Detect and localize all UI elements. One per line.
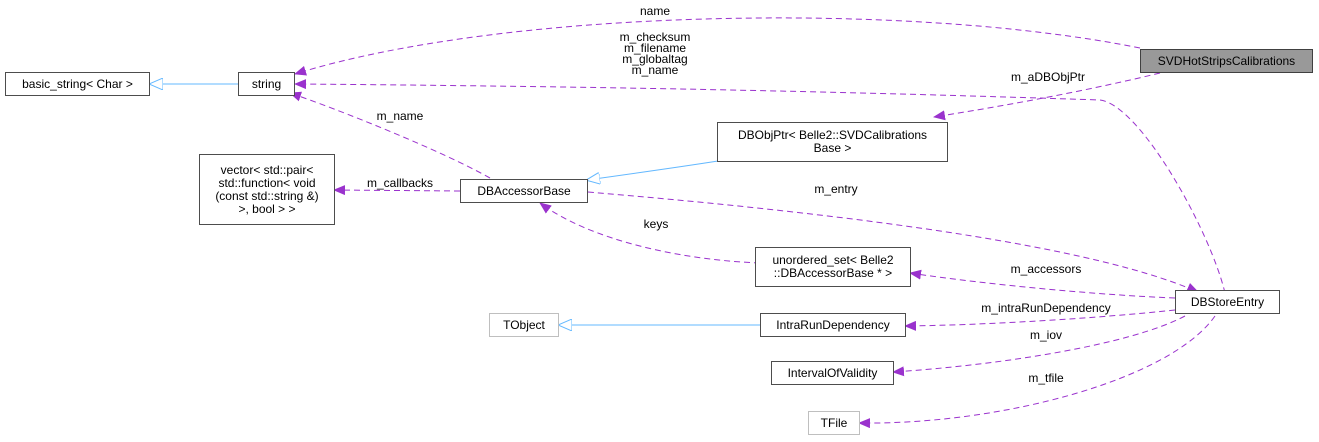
edge-keys	[539, 202, 761, 264]
node-tobject[interactable]: TObject	[489, 313, 559, 337]
node-tfile[interactable]: TFile	[808, 411, 860, 435]
edge-string-members	[294, 79, 1226, 294]
node-vector[interactable]: vector< std::pair< std::function< void (…	[199, 154, 335, 225]
edge-label-m-accessors: m_accessors	[1010, 262, 1082, 276]
node-unordered-set[interactable]: unordered_set< Belle2 ::DBAccessorBase *…	[755, 247, 911, 287]
edge-m-tfile	[858, 315, 1216, 429]
edge-label-keys: keys	[643, 217, 669, 231]
edge-label-m-tfile: m_tfile	[1028, 371, 1064, 385]
edge-label-m-callbacks: m_callbacks	[366, 176, 434, 190]
edge-m-callbacks	[333, 185, 461, 196]
edge-label-name: name	[639, 4, 671, 18]
edge-m-intraRunDependency	[904, 309, 1176, 331]
edge-label-m-name: m_name	[376, 109, 424, 123]
edge-label-m-entry: m_entry	[814, 182, 858, 196]
node-svd-hot-strips-calibrations[interactable]: SVDHotStripsCalibrations	[1140, 49, 1313, 73]
node-dbstore-entry[interactable]: DBStoreEntry	[1175, 290, 1280, 314]
edge-dbobjptr-to-dbaccessor	[587, 160, 719, 180]
edge-m-aDBObjPtr	[933, 72, 1161, 121]
edge-m-name	[289, 91, 491, 179]
node-intrarun-dependency[interactable]: IntraRunDependency	[760, 313, 906, 337]
edge-label-string-members: m_checksum m_filename m_globaltag m_name	[619, 30, 691, 77]
node-dbobjptr[interactable]: DBObjPtr< Belle2::SVDCalibrations Base >	[717, 122, 948, 162]
edge-label-m-aDBObjPtr: m_aDBObjPtr	[1010, 70, 1086, 84]
edge-m-accessors	[909, 269, 1176, 299]
edge-label-m-intraRunDependency: m_intraRunDependency	[981, 301, 1111, 315]
node-basic-string[interactable]: basic_string< Char >	[5, 72, 150, 96]
edge-m-entry	[587, 191, 1199, 293]
edge-name	[294, 17, 1141, 76]
node-dbaccessor-base[interactable]: DBAccessorBase	[460, 179, 588, 203]
edge-m-iov	[892, 315, 1186, 377]
node-string[interactable]: string	[238, 72, 295, 96]
edge-label-m-iov: m_iov	[1029, 328, 1062, 342]
node-interval-of-validity[interactable]: IntervalOfValidity	[771, 361, 894, 385]
